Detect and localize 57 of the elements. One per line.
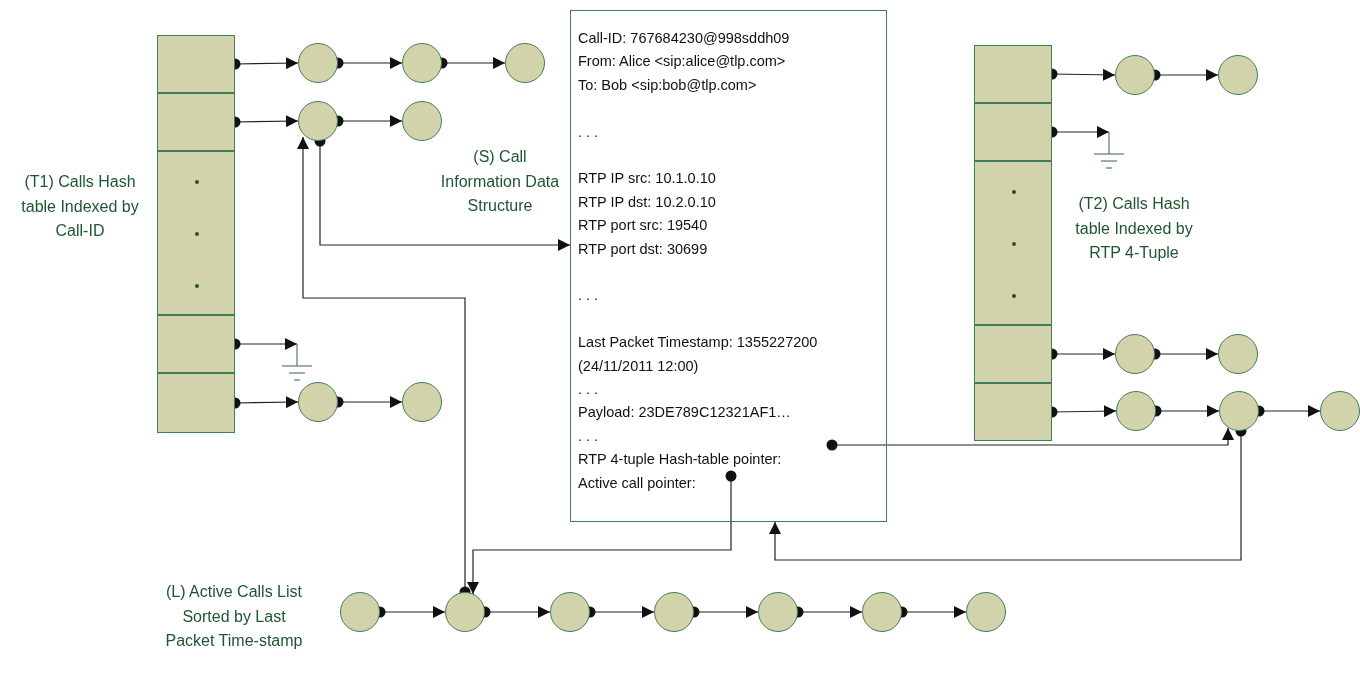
table-cell: [974, 325, 1052, 383]
structure-caption: (L) Active Calls List Sorted by Last Packet Time-stamp: [164, 582, 304, 651]
table-cell: [157, 315, 235, 373]
field-text: . . .: [578, 286, 599, 306]
field-text: RTP port dst: 30699: [578, 239, 708, 259]
list-node-circle: [966, 592, 1006, 632]
table-cell: [157, 373, 235, 433]
list-node-circle: [298, 43, 338, 83]
ground-symbol: [282, 344, 312, 384]
list-node-circle: [1320, 391, 1360, 431]
list-node-circle: [402, 101, 442, 141]
ground-symbol: [1094, 132, 1124, 172]
field-text: RTP IP src: 10.1.0.10: [578, 169, 716, 189]
structure-caption: (T2) Calls Hash table Indexed by RTP 4-Tuple: [1074, 194, 1194, 263]
pointer-arrow: [826, 427, 1234, 451]
field-text: Active call pointer:: [578, 473, 696, 493]
list-node-circle: [654, 592, 694, 632]
list-node-circle: [1218, 334, 1258, 374]
field-text: From: Alice <sip:alice@tlp.com>: [578, 52, 786, 72]
field-text: Payload: 23DE789C12321AF1…: [578, 403, 791, 423]
list-node-circle: [402, 43, 442, 83]
structure-caption: (S) Call Information Data Structure: [439, 147, 561, 216]
hash-table: [157, 35, 235, 433]
list-node-circle: [1115, 55, 1155, 95]
field-text: . . .: [578, 122, 599, 142]
list-node-circle: [1218, 55, 1258, 95]
list-node-circle: [445, 592, 485, 632]
list-node-circle: [550, 592, 590, 632]
table-cell: [157, 93, 235, 151]
table-cell: [157, 35, 235, 93]
list-node-circle: [1116, 391, 1156, 431]
field-text: RTP port src: 19540: [578, 216, 708, 236]
field-text: Last Packet Timestamp: 1355227200 (24/11/2011 12:00): [578, 333, 819, 376]
data-structure-box: [570, 10, 887, 522]
field-text: . . .: [578, 380, 599, 400]
table-cell: [974, 383, 1052, 441]
list-node-circle: [298, 382, 338, 422]
table-cell: [974, 161, 1052, 325]
list-node-circle: [298, 101, 338, 141]
field-text: To: Bob <sip:bob@tlp.com>: [578, 75, 757, 95]
table-cell: [974, 45, 1052, 103]
list-node-circle: [340, 592, 380, 632]
hash-table: [974, 45, 1052, 441]
field-text: Call-ID: 767684230@998sddh09: [578, 29, 790, 48]
list-node-circle: [1219, 391, 1259, 431]
field-text: . . .: [578, 426, 599, 446]
structure-caption: (T1) Calls Hash table Indexed by Call-ID: [20, 172, 140, 241]
table-cell: [974, 103, 1052, 161]
list-node-circle: [505, 43, 545, 83]
table-cell: [157, 151, 235, 315]
list-node-circle: [1115, 334, 1155, 374]
field-text: RTP 4-tuple Hash-table pointer:: [578, 450, 782, 470]
pointer-arrow: [467, 470, 737, 595]
field-text: RTP IP dst: 10.2.0.10: [578, 192, 716, 212]
list-node-circle: [758, 592, 798, 632]
list-node-circle: [862, 592, 902, 632]
list-node-circle: [402, 382, 442, 422]
